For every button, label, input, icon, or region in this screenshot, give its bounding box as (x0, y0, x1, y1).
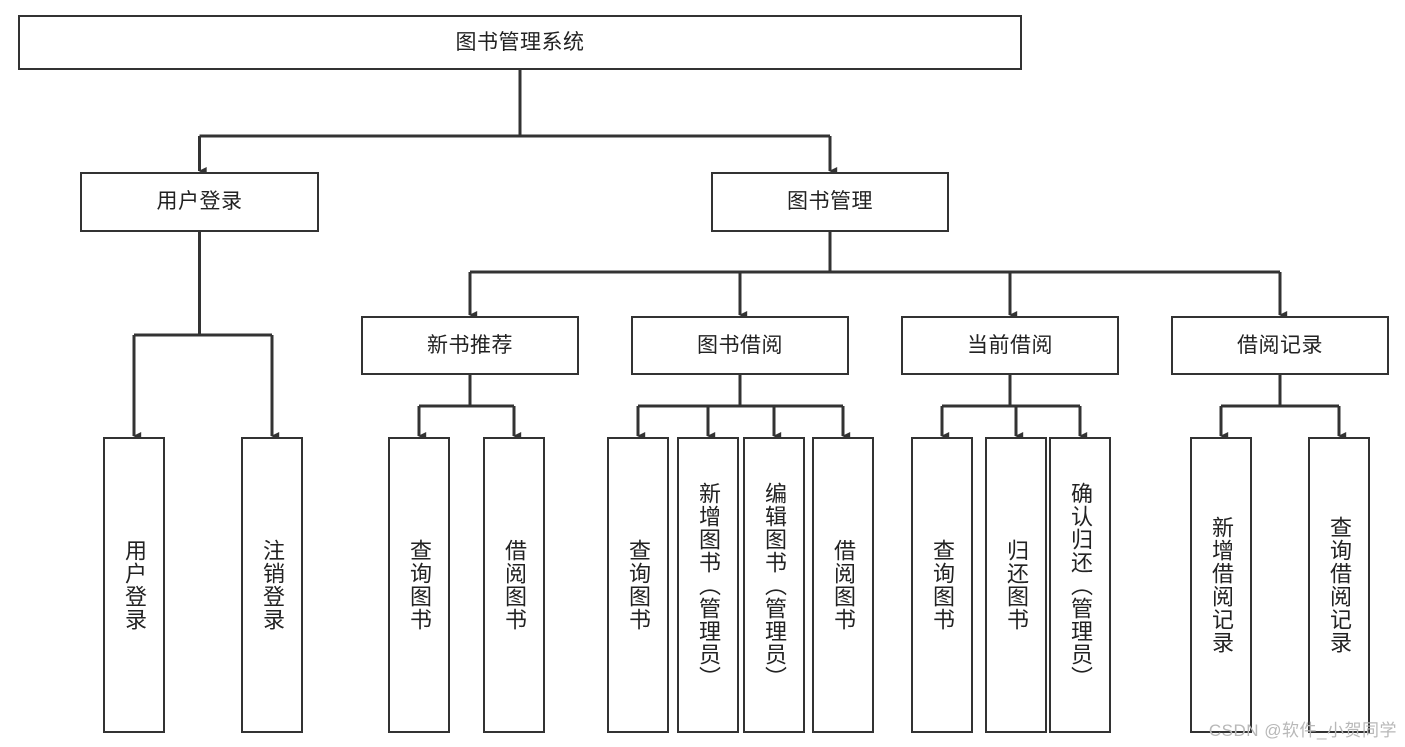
node-leaf-confirm-return-admin[interactable]: 确认归还（管理员） (1049, 437, 1111, 733)
node-label: 图书管理 (787, 190, 873, 214)
node-leaf-query-book-current[interactable]: 查询图书 (911, 437, 973, 733)
node-new-book-recommend[interactable]: 新书推荐 (361, 316, 579, 375)
node-current-borrow[interactable]: 当前借阅 (901, 316, 1119, 375)
node-user-login[interactable]: 用户登录 (80, 172, 319, 232)
node-label: 查询图书 (625, 539, 651, 631)
node-leaf-borrow-book-recommend[interactable]: 借阅图书 (483, 437, 545, 733)
node-label: 注销登录 (259, 539, 285, 631)
node-label: 借阅图书 (830, 539, 856, 631)
node-borrow-record[interactable]: 借阅记录 (1171, 316, 1389, 375)
node-book-management[interactable]: 图书管理 (711, 172, 949, 232)
node-label: 图书管理系统 (455, 30, 585, 54)
node-label: 查询借阅记录 (1326, 516, 1352, 654)
node-label: 图书借阅 (697, 333, 783, 357)
node-label: 归还图书 (1003, 539, 1029, 631)
node-label: 查询图书 (929, 539, 955, 631)
node-leaf-add-book-admin[interactable]: 新增图书（管理员） (677, 437, 739, 733)
node-book-borrow[interactable]: 图书借阅 (631, 316, 849, 375)
node-leaf-edit-book-admin[interactable]: 编辑图书（管理员） (743, 437, 805, 733)
node-label: 当前借阅 (967, 333, 1053, 357)
node-label: 新增借阅记录 (1208, 516, 1234, 654)
node-leaf-add-borrow-record[interactable]: 新增借阅记录 (1190, 437, 1252, 733)
node-label: 查询图书 (406, 539, 432, 631)
node-leaf-query-book-borrow[interactable]: 查询图书 (607, 437, 669, 733)
node-leaf-query-borrow-record[interactable]: 查询借阅记录 (1308, 437, 1370, 733)
node-leaf-logout[interactable]: 注销登录 (241, 437, 303, 733)
node-label: 新增图书（管理员） (695, 481, 721, 689)
node-label: 用户登录 (156, 190, 243, 214)
watermark-text: CSDN @软件_小贺同学 (1208, 721, 1397, 740)
node-label: 借阅图书 (501, 539, 527, 631)
node-label: 确认归还（管理员） (1067, 481, 1093, 689)
node-root-book-management-system[interactable]: 图书管理系统 (18, 15, 1022, 70)
node-leaf-query-book-recommend[interactable]: 查询图书 (388, 437, 450, 733)
node-leaf-borrow-book[interactable]: 借阅图书 (812, 437, 874, 733)
node-label: 编辑图书（管理员） (761, 481, 787, 689)
node-label: 借阅记录 (1237, 333, 1323, 357)
node-label: 新书推荐 (427, 333, 513, 357)
node-leaf-return-book[interactable]: 归还图书 (985, 437, 1047, 733)
node-leaf-user-login[interactable]: 用户登录 (103, 437, 165, 733)
node-label: 用户登录 (121, 539, 147, 631)
